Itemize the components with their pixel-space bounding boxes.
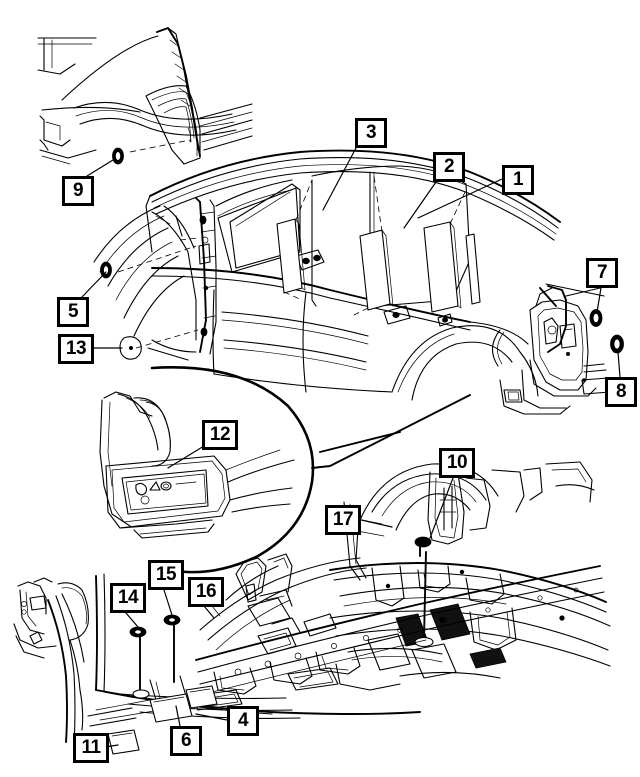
callout-14[interactable]: 14: [110, 583, 146, 613]
callout-1[interactable]: 1: [502, 165, 534, 195]
vehicle-side-body-art: [145, 149, 561, 401]
rear-pillar-detail-art: [37, 27, 253, 165]
callout-8[interactable]: 8: [605, 377, 637, 407]
quarter-inner-panel-art: [499, 283, 624, 415]
rear-underbody-art: [319, 431, 611, 691]
callout-5[interactable]: 5: [57, 297, 89, 327]
callout-9[interactable]: 9: [62, 176, 94, 206]
callout-13[interactable]: 13: [58, 334, 94, 364]
rocker-underbody-art: [13, 553, 605, 755]
callout-17[interactable]: 17: [325, 505, 361, 535]
callout-3[interactable]: 3: [355, 118, 387, 148]
callout-11[interactable]: 11: [73, 733, 109, 763]
callout-15[interactable]: 15: [148, 560, 184, 590]
callout-10[interactable]: 10: [439, 448, 475, 478]
callout-16[interactable]: 16: [188, 577, 224, 607]
a-pillar-fender-art: [93, 205, 199, 361]
callout-7[interactable]: 7: [586, 258, 618, 288]
callout-6[interactable]: 6: [170, 726, 202, 756]
magnified-detail-circle-art: [99, 366, 471, 574]
callout-4[interactable]: 4: [227, 706, 259, 736]
callout-12[interactable]: 12: [202, 420, 238, 450]
callout-2[interactable]: 2: [433, 152, 465, 182]
